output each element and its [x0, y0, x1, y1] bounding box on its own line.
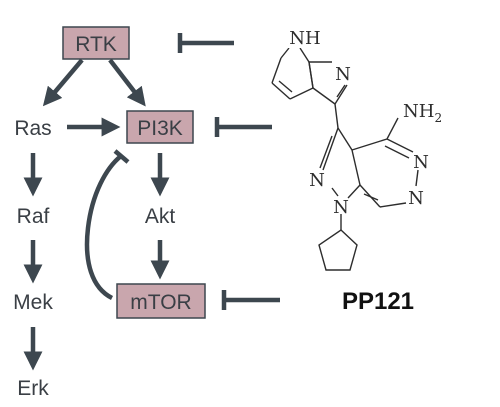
pyrimidine-top-n-label: N: [413, 152, 429, 173]
bond: [278, 80, 293, 93]
amine-label: NH2: [403, 101, 442, 125]
pi3k-node: PI3K: [126, 110, 194, 144]
bond: [363, 193, 379, 201]
amine-subscript: 2: [434, 111, 442, 125]
drug-inhibition: [177, 33, 280, 310]
bond: [386, 117, 399, 140]
bond: [289, 87, 314, 100]
bond: [334, 84, 348, 105]
drug-name: PP121: [342, 288, 414, 315]
feedback-curve: [84, 154, 123, 301]
cyclopentyl-ring: [318, 229, 358, 271]
bond: [271, 57, 282, 84]
mtor-node: mTOR: [116, 283, 206, 319]
bond: [384, 145, 410, 159]
bond: [415, 169, 419, 187]
bond: [312, 87, 336, 105]
nh-label: NH: [289, 28, 320, 49]
arrow-rtk-to-ras: [42, 58, 84, 107]
erk-label: Erk: [17, 377, 49, 400]
bond: [337, 127, 353, 151]
mek-label: Mek: [13, 291, 53, 314]
mtor-label: mTOR: [130, 291, 191, 314]
pp121-structure: [271, 47, 419, 271]
pi3k-label: PI3K: [137, 117, 183, 140]
pyrazole-bottom-n-label: N: [333, 197, 349, 218]
ras-label: Ras: [14, 117, 51, 140]
pyrazole-left-n-label: N: [309, 170, 325, 191]
pyridine-n-label: N: [335, 64, 351, 85]
akt-label: Akt: [145, 205, 176, 228]
bond: [271, 82, 291, 100]
rtk-label: RTK: [75, 33, 117, 56]
bond: [334, 103, 339, 129]
activation-arrows: [23, 58, 170, 371]
bond: [322, 127, 339, 171]
arrow-rtk-to-pi3k: [108, 58, 146, 107]
bond: [336, 84, 346, 98]
amine-n-text: NH: [403, 101, 434, 122]
bond: [319, 135, 333, 169]
feedback-bar: [113, 149, 130, 164]
pyrimidine-bottom-n-label: N: [408, 188, 424, 209]
bond: [351, 149, 361, 186]
bond: [308, 61, 314, 89]
bond: [280, 47, 290, 59]
bond: [351, 138, 388, 151]
bond: [386, 138, 414, 153]
rtk-node: RTK: [62, 26, 130, 60]
raf-label: Raf: [17, 205, 50, 228]
bond: [331, 187, 339, 197]
bond: [379, 202, 407, 208]
bond: [347, 184, 361, 199]
bond: [299, 47, 310, 63]
structure-labels: NH N NH2 N N N N: [285, 26, 442, 218]
feedback-inhibition: [84, 149, 130, 301]
